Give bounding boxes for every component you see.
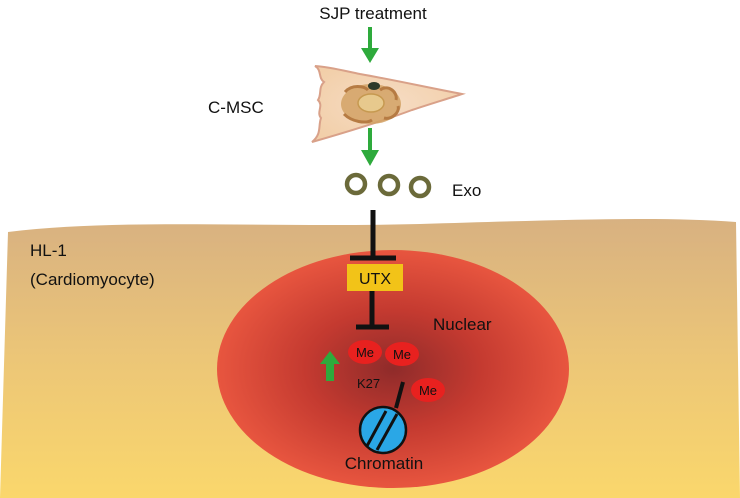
treatment-arrow (361, 27, 379, 63)
svg-text:Me: Me (419, 383, 437, 398)
exosome-label: Exo (452, 181, 481, 200)
lysine-label: K27 (357, 376, 380, 391)
nucleus-label: Nuclear (433, 315, 492, 334)
methyl-group-2: Me (385, 342, 419, 366)
cell-type-label: (Cardiomyocyte) (30, 270, 155, 289)
exosome-icon (344, 172, 432, 199)
release-arrow (361, 128, 379, 166)
stem-cell-label: C-MSC (208, 98, 264, 117)
chromatin-icon (358, 405, 408, 455)
stem-cell-icon (311, 65, 466, 143)
methyl-group-1: Me (348, 340, 382, 364)
up-arrow-icon (320, 351, 340, 381)
histone-tail (394, 381, 405, 409)
methyl-group-3: Me (411, 378, 445, 402)
exo-inhibits-utx (350, 210, 396, 261)
chromatin-label: Chromatin (345, 454, 423, 473)
nucleus (217, 250, 569, 488)
utx-box: UTX (347, 264, 403, 291)
utx-inhibits-methylation (356, 291, 389, 330)
cell-line-label: HL-1 (30, 241, 67, 260)
svg-text:Me: Me (393, 347, 411, 362)
treatment-label: SJP treatment (319, 4, 427, 23)
utx-label: UTX (359, 271, 391, 288)
svg-text:Me: Me (356, 345, 374, 360)
